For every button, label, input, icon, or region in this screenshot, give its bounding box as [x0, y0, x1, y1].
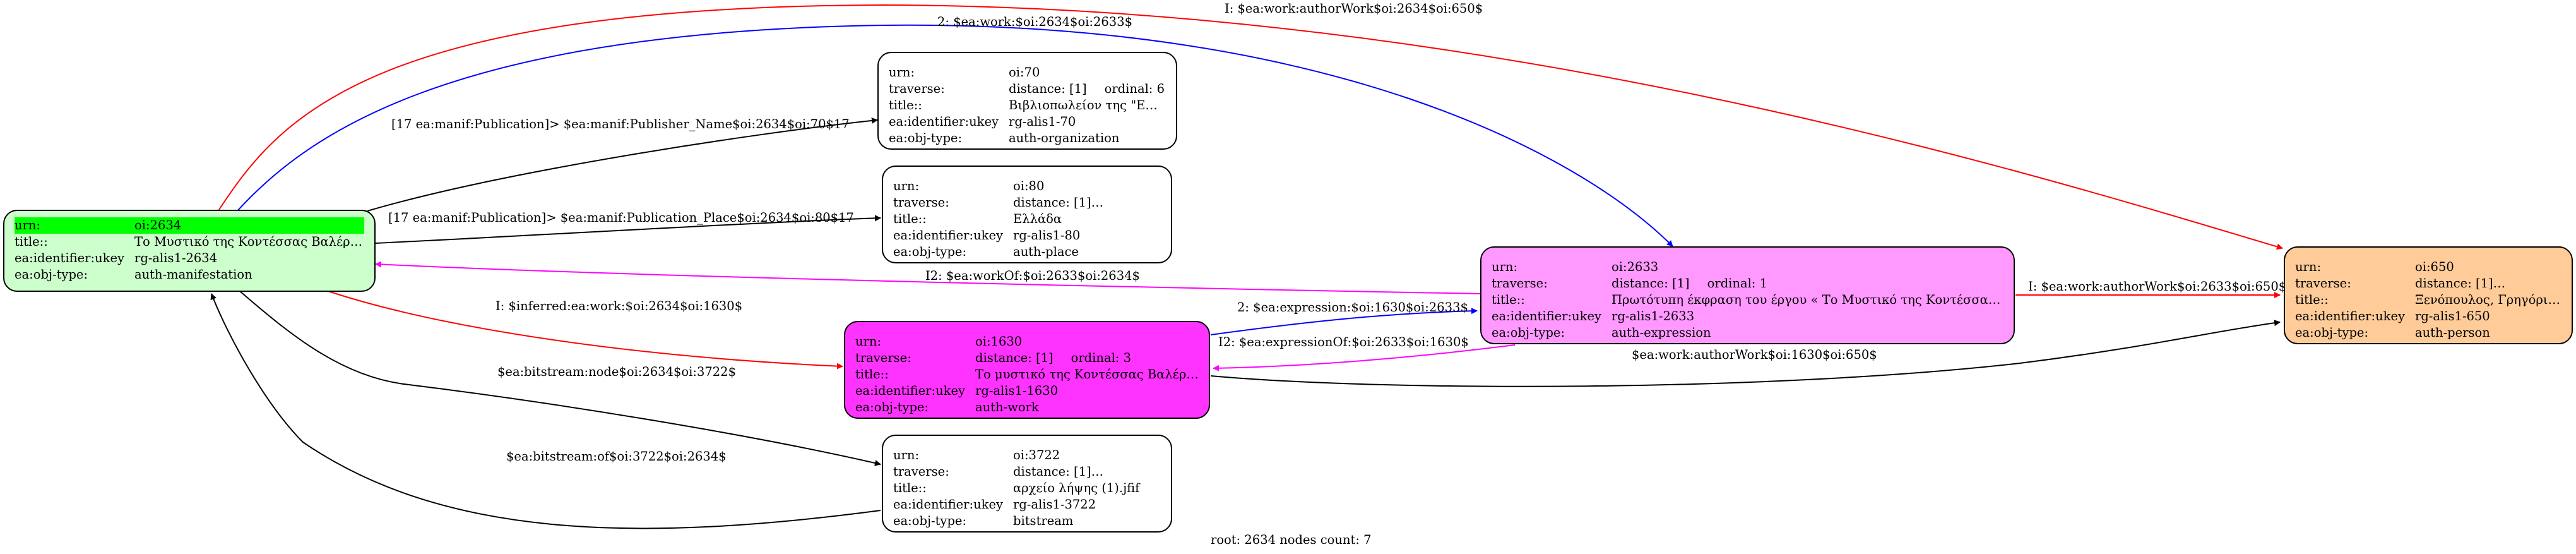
node-row-objtype: ea:obj-type:auth-manifestation [15, 267, 252, 282]
node-row-traverse: traverse:distance: [1]ordinal: 6 [889, 81, 1165, 96]
node-row-urn: urn:oi:2633 [1492, 260, 1659, 274]
node-row-title: title::Πρωτότυπη έκφραση του έργου « Το … [1492, 292, 2003, 307]
edge-authorwork-2634-650 [217, 4, 2283, 250]
node-row-title: title::αρχείο λήψης (1).jfif [893, 481, 1140, 495]
edge-label-authorwork-2633-650: I: $ea:work:authorWork$oi:2633$oi:650$ [2028, 279, 2287, 294]
node-row-traverse: traverse:distance: [1]ordinal: 2 [893, 464, 1161, 479]
node-row-urn: urn:oi:3722 [893, 448, 1060, 462]
node-oi-2633[interactable]: urn:oi:2633 traverse:distance: [1]ordina… [1480, 246, 2015, 344]
node-row-traverse: traverse:distance: [1]ordinal: 3 [855, 351, 1131, 365]
node-row-title: title::Βιβλιοπωλείον της "Εστίας" [889, 98, 1166, 112]
node-row-title: title::Το Μυστικό της Κοντέσσας Βαλέραιν… [15, 234, 364, 249]
edge-publisher-2634-70 [367, 117, 878, 212]
edge-place-2634-80 [375, 215, 881, 244]
node-row-urn: urn:oi:70 [889, 65, 1040, 80]
node-row-traverse: traverse:distance: [1]ordinal: 5 [893, 195, 1161, 210]
edge-label-authorwork-1630-650: $ea:work:authorWork$oi:1630$oi:650$ [1632, 347, 1877, 362]
edge-label-inferred-2634-1630: I: $inferred:ea:work:$oi:2634$oi:1630$ [496, 299, 743, 313]
edge-bitstream-2634-3722 [239, 291, 881, 466]
node-row-title: title::Ξενόπουλος, Γρηγόριος [2295, 292, 2561, 307]
node-row-urn: urn:oi:1630 [855, 334, 1023, 349]
node-row-objtype: ea:obj-type:auth-work [855, 400, 1039, 414]
edge-label-bitstream-2634-3722: $ea:bitstream:node$oi:2634$oi:3722$ [497, 364, 736, 379]
edge-expressionof-2633-1630 [1213, 344, 1516, 371]
node-oi-1630[interactable]: urn:oi:1630 traverse:distance: [1]ordina… [844, 321, 1210, 419]
edge-bitstreamof-3722-2634 [210, 293, 881, 529]
edge-label-workof-2633-2634: I2: $ea:workOf:$oi:2633$oi:2634$ [925, 268, 1140, 283]
node-row-traverse: traverse:distance: [1]ordinal: 4 [2295, 276, 2561, 291]
edge-label-bitstreamof-3722-2634: $ea:bitstream:of$oi:3722$oi:2634$ [506, 449, 727, 464]
edge-label-authorwork-2634-650: I: $ea:work:authorWork$oi:2634$oi:650$ [1225, 1, 1483, 16]
node-oi-650[interactable]: urn:oi:650 traverse:distance: [1]ordinal… [2284, 246, 2573, 344]
node-oi-70[interactable]: urn:oi:70 traverse:distance: [1]ordinal:… [877, 52, 1177, 150]
edge-work-2634-2633 [236, 24, 1673, 247]
node-row-title: title::Ελλάδα [893, 212, 1062, 226]
node-oi-80[interactable]: urn:oi:80 traverse:distance: [1]ordinal:… [882, 166, 1172, 263]
node-row-objtype: ea:obj-type:bitstream [893, 514, 1074, 528]
node-row-traverse: traverse:distance: [1]ordinal: 1 [1492, 276, 1767, 291]
edge-authorwork-1630-650 [1210, 320, 2281, 387]
node-row-urn: urn:oi:2634 [15, 217, 364, 234]
node-row-objtype: ea:obj-type:auth-expression [1492, 325, 1711, 340]
node-row-urn: urn:oi:80 [893, 179, 1045, 193]
edge-label-work-2634-2633: 2: $ea:work:$oi:2634$oi:2633$ [937, 15, 1133, 29]
edge-workof-2633-2634 [375, 261, 1481, 294]
edge-inferred-2634-1630 [328, 291, 843, 370]
edge-label-expressionof-2633-1630: I2: $ea:expressionOf:$oi:2633$oi:1630$ [1218, 335, 1469, 349]
node-row-objtype: ea:obj-type:auth-person [2295, 325, 2490, 340]
node-row-objtype: ea:obj-type:auth-place [893, 244, 1079, 259]
node-row-objtype: ea:obj-type:auth-organization [889, 131, 1120, 145]
edge-label-place-2634-80: [17 ea:manif:Publication]> $ea:manif:Pub… [388, 210, 854, 225]
edge-expression-1630-2633 [1210, 308, 1478, 335]
node-row-urn: urn:oi:650 [2295, 260, 2454, 274]
node-row-title: title::Το μυστικό της Κοντέσσας Βαλέραιν… [855, 367, 1199, 382]
node-oi-2634[interactable]: urn:oi:2634 title::Το Μυστικό της Κοντέσ… [3, 210, 376, 292]
edge-label-expression-1630-2633: 2: $ea:expression:$oi:1630$oi:2633$ [1237, 300, 1468, 315]
node-oi-3722[interactable]: urn:oi:3722 traverse:distance: [1]ordina… [882, 435, 1172, 533]
graph-footer: root: 2634 nodes count: 7 [1211, 533, 1372, 547]
edge-label-publisher-2634-70: [17 ea:manif:Publication]> $ea:manif:Pub… [391, 117, 850, 131]
